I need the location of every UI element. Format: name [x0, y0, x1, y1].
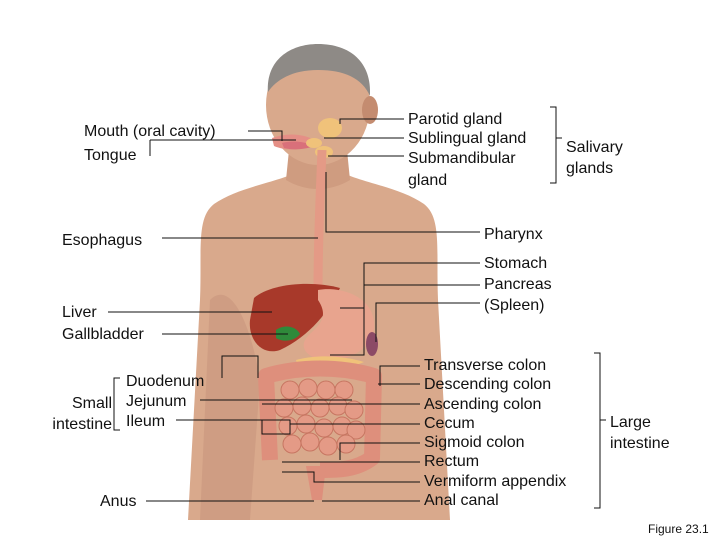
esophagus-tube: [313, 149, 327, 291]
ear: [362, 96, 378, 124]
tongue-shape: [282, 141, 314, 150]
label-esophagus: Esophagus: [62, 232, 143, 249]
label-sublingual: Sublingual gland: [408, 130, 527, 147]
label-anus: Anus: [100, 493, 137, 510]
label-parotid: Parotid gland: [408, 111, 503, 128]
stomach-shape: [303, 289, 375, 361]
label-pharynx: Pharynx: [484, 226, 543, 243]
label-sigmoid-colon: Sigmoid colon: [424, 434, 525, 451]
torso-shading: [200, 294, 260, 520]
label-small-intestine: Small intestine: [52, 395, 112, 433]
label-descending-colon: Descending colon: [424, 376, 552, 393]
hair: [267, 44, 371, 96]
label-spleen: (Spleen): [484, 297, 545, 314]
label-jejunum: Jejunum: [126, 393, 187, 410]
label-transverse-colon: Transverse colon: [424, 357, 547, 374]
label-gallbladder: Gallbladder: [62, 326, 144, 343]
figure-caption: Figure 23.1: [648, 522, 709, 536]
label-rectum: Rectum: [424, 453, 480, 470]
label-large-intestine: Large intestine: [610, 414, 670, 452]
label-salivary-glands: Salivary glands: [566, 139, 623, 177]
label-pancreas: Pancreas: [484, 276, 552, 293]
colon-frame: [258, 360, 382, 478]
label-anal-canal: Anal canal: [424, 492, 499, 509]
label-mouth: Mouth (oral cavity): [84, 123, 216, 140]
label-cecum: Cecum: [424, 415, 475, 432]
small-intestine-coils: [274, 378, 366, 456]
label-ascending-colon: Ascending colon: [424, 396, 542, 413]
label-submandibular: Submandibular gland: [408, 150, 516, 189]
spleen-shape: [366, 332, 378, 356]
label-appendix: Vermiform appendix: [424, 473, 567, 490]
sublingual-gland-shape: [306, 138, 322, 148]
leader-lines: [108, 106, 606, 509]
label-stomach: Stomach: [484, 255, 548, 272]
label-ileum: Ileum: [126, 413, 166, 430]
label-tongue: Tongue: [84, 147, 137, 164]
label-duodenum: Duodenum: [126, 373, 205, 390]
parotid-gland-shape: [318, 118, 342, 138]
label-liver: Liver: [62, 304, 97, 321]
rectum-shape: [306, 466, 326, 500]
